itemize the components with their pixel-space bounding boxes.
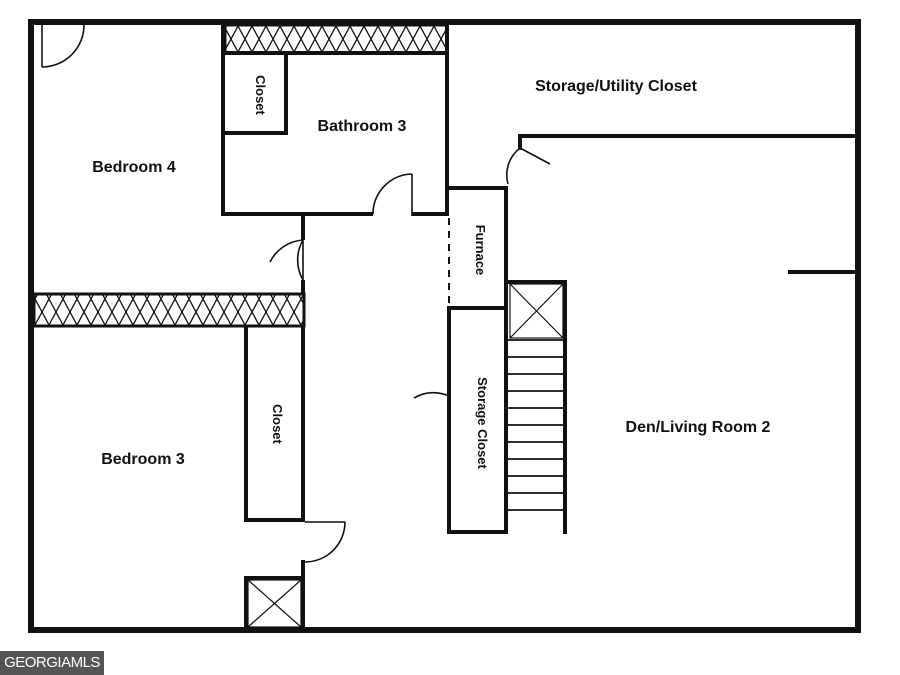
label-storage-utility-closet: Storage/Utility Closet: [535, 78, 697, 95]
label-furnace: Furnace: [473, 225, 488, 276]
label-bathroom-3: Bathroom 3: [318, 118, 407, 135]
chase-boxes: [247, 283, 564, 628]
room-labels: Bedroom 4 Closet Bathroom 3 Storage/Util…: [92, 75, 770, 469]
staircase: [508, 339, 563, 511]
label-bedroom-3: Bedroom 3: [101, 451, 185, 468]
label-storage-closet: Storage Closet: [475, 377, 490, 469]
label-bedroom-4: Bedroom 4: [92, 159, 176, 176]
interior-walls: [221, 25, 855, 627]
watermark-logo: GEORGIAMLS: [0, 651, 104, 675]
outer-walls: [28, 19, 861, 633]
label-closet-left: Closet: [270, 404, 285, 444]
label-closet-top: Closet: [253, 75, 268, 115]
doors: [41, 24, 551, 563]
label-den-living-room-2: Den/Living Room 2: [626, 419, 771, 436]
closet-openings: [245, 218, 450, 516]
